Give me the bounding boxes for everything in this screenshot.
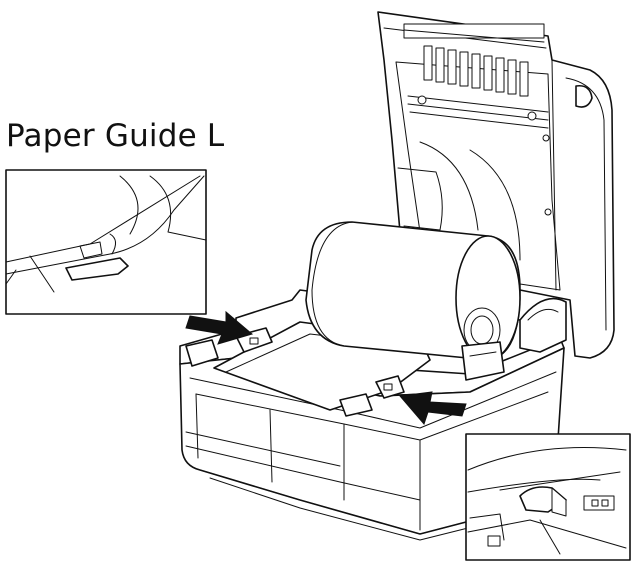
inset-left-guide-tab xyxy=(65,257,129,281)
printhead-teeth xyxy=(423,45,529,97)
arrow-to-left-guide xyxy=(185,310,254,345)
inset-left-guide-closeup xyxy=(5,169,207,315)
paper-guide-label: Paper Guide L xyxy=(6,118,225,154)
inset-right-guide-closeup xyxy=(465,433,631,561)
arrow-to-right-guide xyxy=(399,391,467,425)
